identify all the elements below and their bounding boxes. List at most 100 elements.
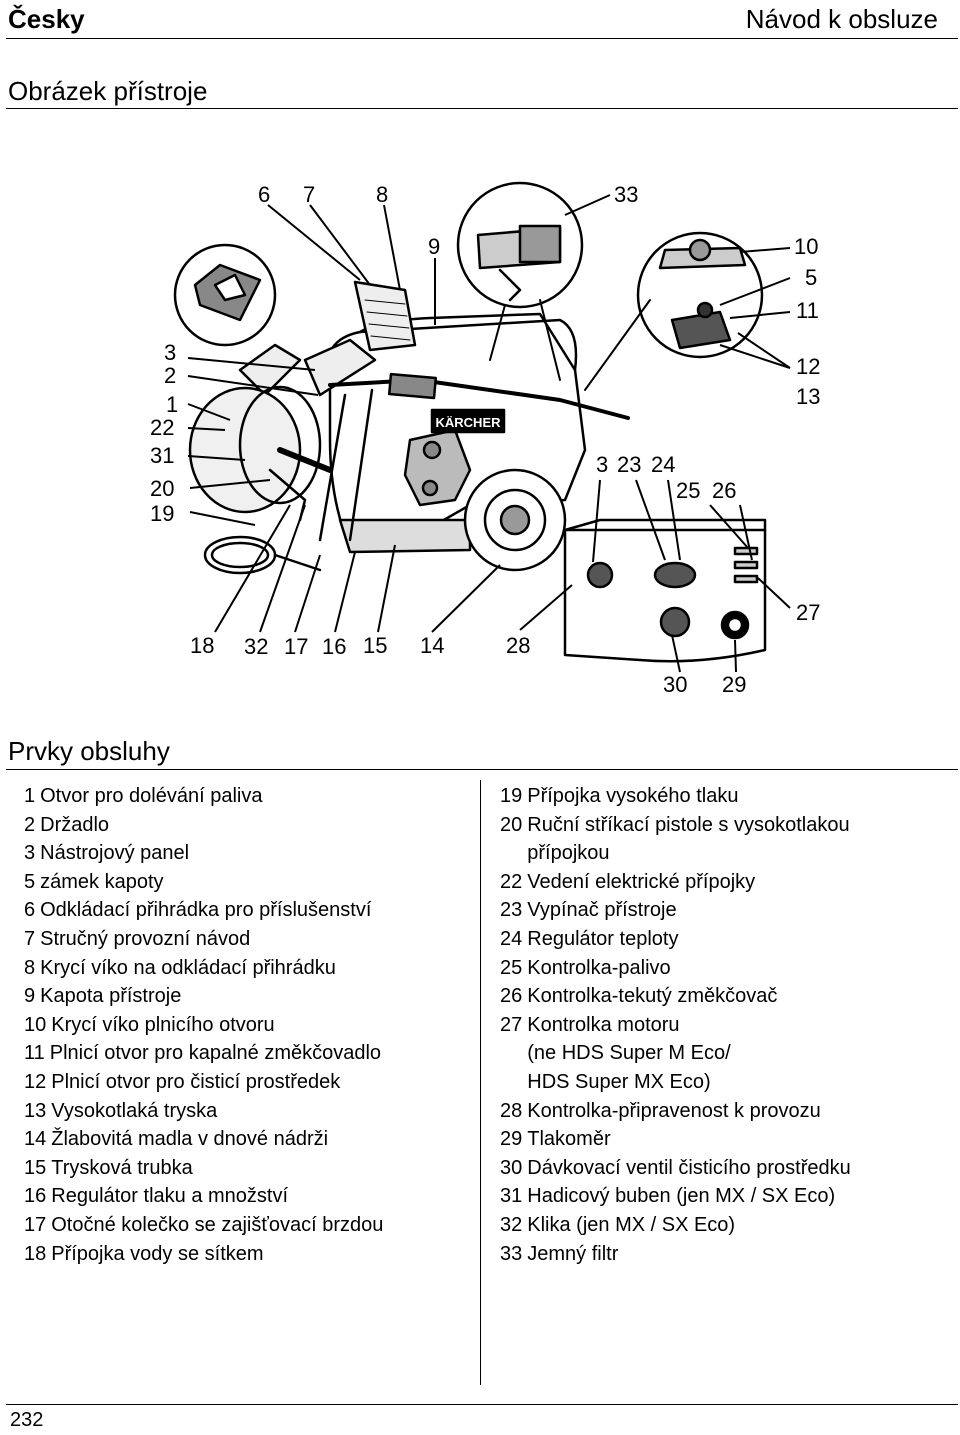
item-number: 30 [500,1156,523,1179]
item-text: Hadicový buben (jen MX / SX Eco) [527,1182,835,1211]
pump-block [403,428,472,507]
item-number: 11 [24,1042,45,1065]
callout-8: 8 [376,182,388,207]
temperature-knob [653,561,697,589]
item-text: Nástrojový panel [40,839,189,868]
callout-26: 26 [712,478,736,503]
item-text: Tlakoměr [527,1125,610,1154]
header-manual-title: Návod k obsluze [745,4,938,34]
callout-9: 9 [428,234,440,259]
item-text-line: Stručný provozní návod [40,927,251,950]
item-text-line: Krycí víko na odkládací přihrádku [40,956,336,979]
controls-section-title: Prvky obsluhy [8,736,170,766]
item-text: Žlabovitá madla v dnové nádrži [51,1125,328,1154]
item-text-line: Vysokotlaká tryska [51,1099,218,1122]
callout-13: 13 [796,384,820,409]
item-number: 31 [500,1185,523,1208]
item-text: Dávkovací ventil čisticího prostředku [527,1154,850,1183]
item-text-line: Trysková trubka [51,1156,193,1179]
item-number: 12 [24,1070,47,1093]
item-text-line: Přípojka vody se sítkem [51,1242,264,1265]
item-text: Kontrolka motoru(ne HDS Super M Eco/HDS … [527,1011,730,1097]
item-text: Jemný filtr [527,1240,618,1269]
item-number: 24 [500,927,523,950]
callout-31: 31 [150,443,174,468]
device-illustration: KÄRCHER 6 7 8 33 9 10 5 11 12 13 3 2 1 2… [150,181,820,697]
item-number: 10 [24,1013,47,1036]
item-text-line: Ruční stříkací pistole s vysokotlakou [527,813,850,836]
item-text: Vedení elektrické přípojky [527,868,755,897]
item-number: 7 [24,927,36,950]
item-text: Otočné kolečko se zajišťovací brzdou [51,1211,383,1240]
callout-3: 3 [164,340,176,365]
header-language: Česky [8,4,85,34]
callout-6: 6 [258,182,270,207]
callout-28: 28 [506,633,530,658]
callout-18: 18 [190,633,214,658]
item-text: Plnicí otvor pro kapalné změkčovadlo [50,1039,381,1068]
item-text: Odkládací přihrádka pro příslušenství [40,896,371,925]
item-number: 9 [24,985,36,1008]
item-number: 15 [24,1156,47,1179]
callout-20: 20 [150,476,174,501]
item-number: 20 [500,813,523,836]
item-text: Otvor pro dolévání paliva [40,782,262,811]
callout-29: 29 [722,672,746,697]
callout-2: 2 [164,363,176,388]
callout-12: 12 [796,354,820,379]
controls-section-rule [6,769,958,770]
item-text-line: Plnicí otvor pro kapalné změkčovadlo [49,1042,382,1065]
item-text: Regulátor teploty [527,925,678,954]
item-text-line: Regulátor teploty [527,927,679,950]
item-text: Kontrolka-palivo [527,954,670,983]
item-number: 27 [500,1013,523,1036]
item-number: 18 [24,1242,47,1265]
header-rule [6,38,958,39]
figure-section-title: Obrázek přístroje [8,76,208,106]
item-number: 16 [24,1185,47,1208]
item-text-line: Kontrolka-připravenost k provozu [527,1099,821,1122]
item-number: 28 [500,1099,523,1122]
item-text-continuation: (ne HDS Super M Eco/ [527,1042,731,1065]
item-text: Krycí víko na odkládací přihrádku [40,954,336,983]
item-number: 23 [500,899,523,922]
callout-15: 15 [363,633,387,658]
figure-section-rule [6,108,958,109]
item-number: 22 [500,870,523,893]
item-text-line: Kontrolka motoru [527,1013,680,1036]
item-text: zámek kapoty [40,868,163,897]
item-text-line: Dávkovací ventil čisticího prostředku [527,1156,851,1179]
item-text: Plnicí otvor pro čisticí prostředek [51,1068,340,1097]
item-text-line: Nástrojový panel [40,842,190,865]
item-text: Vysokotlaká tryska [51,1097,217,1126]
item-text-line: Žlabovitá madla v dnové nádrži [51,1128,329,1151]
item-text-line: Vypínač přístroje [527,899,677,922]
item-text-line: Otočné kolečko se zajišťovací brzdou [51,1213,384,1236]
item-text: Trysková trubka [51,1154,193,1183]
item-number: 13 [24,1099,47,1122]
